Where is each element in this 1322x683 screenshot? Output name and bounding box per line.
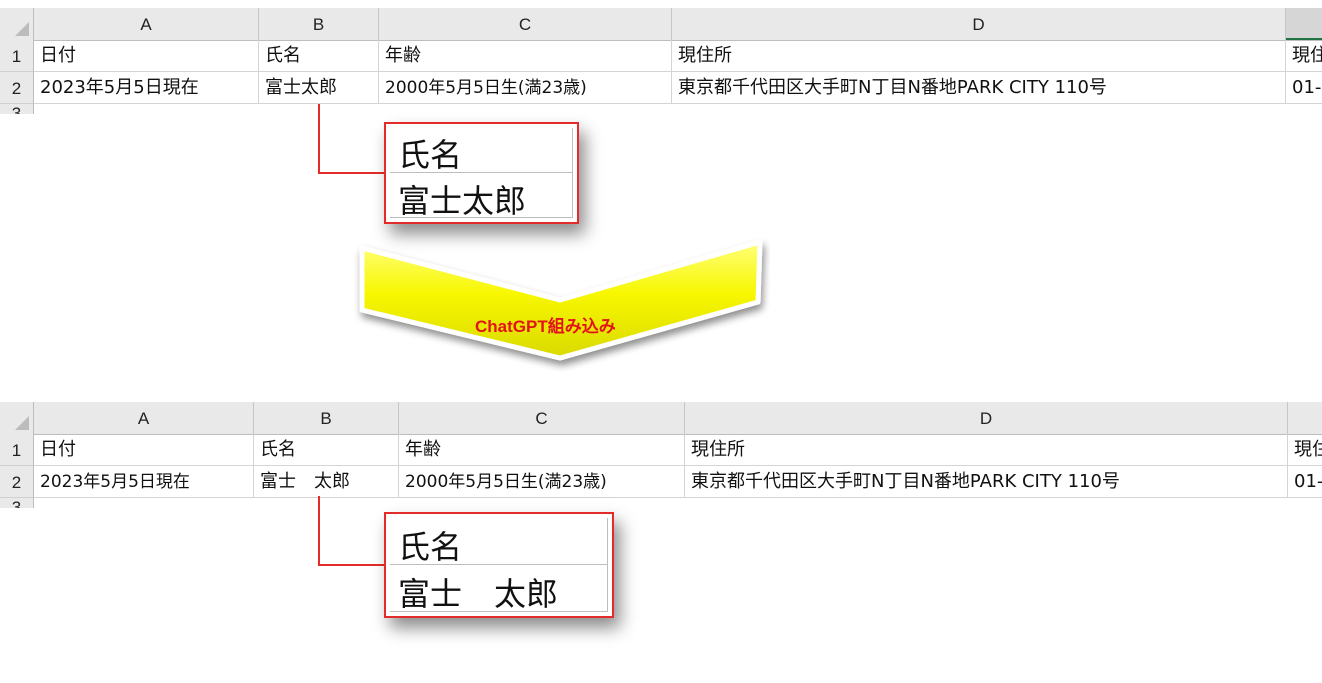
zoom-cell-value: 富士太郎 — [398, 182, 527, 220]
select-all-corner[interactable] — [0, 8, 34, 40]
cell-e2[interactable]: 01- — [1286, 72, 1322, 104]
column-header-b[interactable]: B — [259, 8, 379, 40]
cell-b2[interactable]: 富士 太郎 — [254, 466, 399, 498]
zoom-cell-grid — [390, 128, 573, 218]
zoom-callout-before: 氏名 富士太郎 — [384, 122, 579, 224]
row-number[interactable]: 1 — [0, 40, 34, 72]
column-header-e[interactable] — [1286, 8, 1322, 40]
column-header-row: A B C D — [0, 402, 1322, 435]
zoom-header-label: 氏名 — [398, 528, 463, 566]
chevron-down-icon — [359, 239, 763, 361]
select-all-triangle-icon — [15, 416, 29, 430]
cell-b1[interactable]: 氏名 — [254, 434, 399, 466]
row-1: 1 日付 氏名 年齢 現住所 現住 — [0, 434, 1322, 466]
row-1: 1 日付 氏名 年齢 現住所 現住 — [0, 40, 1322, 72]
column-header-d[interactable]: D — [685, 402, 1288, 434]
arrow-label: ChatGPT組み込み — [475, 317, 616, 336]
cell-d2[interactable]: 東京都千代田区大手町N丁目N番地PARK CITY 110号 — [672, 72, 1286, 104]
column-header-e[interactable] — [1288, 402, 1322, 434]
cell-e1[interactable]: 現住 — [1286, 40, 1322, 72]
row-3: 3 — [0, 104, 1322, 114]
row-number[interactable]: 1 — [0, 434, 34, 466]
zoom-cell-divider — [390, 217, 573, 218]
select-all-triangle-icon — [15, 22, 29, 36]
column-header-row: A B C D — [0, 8, 1322, 41]
cell-a2[interactable]: 2023年5月5日現在 — [34, 72, 259, 104]
cell-b1[interactable]: 氏名 — [259, 40, 379, 72]
row-2: 2 2023年5月5日現在 富士 太郎 2000年5月5日生(満23歳) 東京都… — [0, 466, 1322, 498]
select-all-corner[interactable] — [0, 402, 34, 434]
column-header-a[interactable]: A — [34, 402, 254, 434]
zoom-cell-value: 富士 太郎 — [398, 575, 559, 613]
cell-a1[interactable]: 日付 — [34, 40, 259, 72]
cell-a1[interactable]: 日付 — [34, 434, 254, 466]
column-header-d[interactable]: D — [672, 8, 1286, 40]
zoom-cell-divider — [390, 172, 573, 173]
column-header-c[interactable]: C — [399, 402, 685, 434]
callout-leader-line — [318, 496, 386, 566]
callout-leader-line — [318, 104, 386, 174]
cell-e2[interactable]: 01- — [1288, 466, 1322, 498]
cell-a2[interactable]: 2023年5月5日現在 — [34, 466, 254, 498]
row-3: 3 — [0, 498, 1322, 508]
zoom-cell-grid — [390, 518, 608, 612]
cell-c1[interactable]: 年齢 — [379, 40, 672, 72]
row-2: 2 2023年5月5日現在 富士太郎 2000年5月5日生(満23歳) 東京都千… — [0, 72, 1322, 104]
cell-e1[interactable]: 現住 — [1288, 434, 1322, 466]
cell-d2[interactable]: 東京都千代田区大手町N丁目N番地PARK CITY 110号 — [685, 466, 1288, 498]
cell-d1[interactable]: 現住所 — [685, 434, 1288, 466]
cell-b2[interactable]: 富士太郎 — [259, 72, 379, 104]
spreadsheet-after: A B C D 1 日付 氏名 年齢 現住所 現住 2 2023年5月5日現在 … — [0, 402, 1322, 508]
row-number[interactable]: 2 — [0, 466, 34, 498]
zoom-cell-divider — [390, 611, 608, 612]
cell-c2[interactable]: 2000年5月5日生(満23歳) — [379, 72, 672, 104]
column-header-b[interactable]: B — [254, 402, 399, 434]
row-number[interactable]: 3 — [0, 104, 34, 114]
cell-d1[interactable]: 現住所 — [672, 40, 1286, 72]
zoom-callout-after: 氏名 富士 太郎 — [384, 512, 614, 618]
zoom-header-label: 氏名 — [398, 136, 463, 174]
row-number[interactable]: 2 — [0, 72, 34, 104]
row-number[interactable]: 3 — [0, 498, 34, 508]
transform-arrow — [350, 232, 770, 372]
spreadsheet-before: A B C D 1 日付 氏名 年齢 現住所 現住 2 2023年5月5日現在 … — [0, 8, 1322, 116]
cell-c1[interactable]: 年齢 — [399, 434, 685, 466]
zoom-cell-divider — [390, 564, 608, 565]
cell-c2[interactable]: 2000年5月5日生(満23歳) — [399, 466, 685, 498]
column-header-c[interactable]: C — [379, 8, 672, 40]
column-header-a[interactable]: A — [34, 8, 259, 40]
